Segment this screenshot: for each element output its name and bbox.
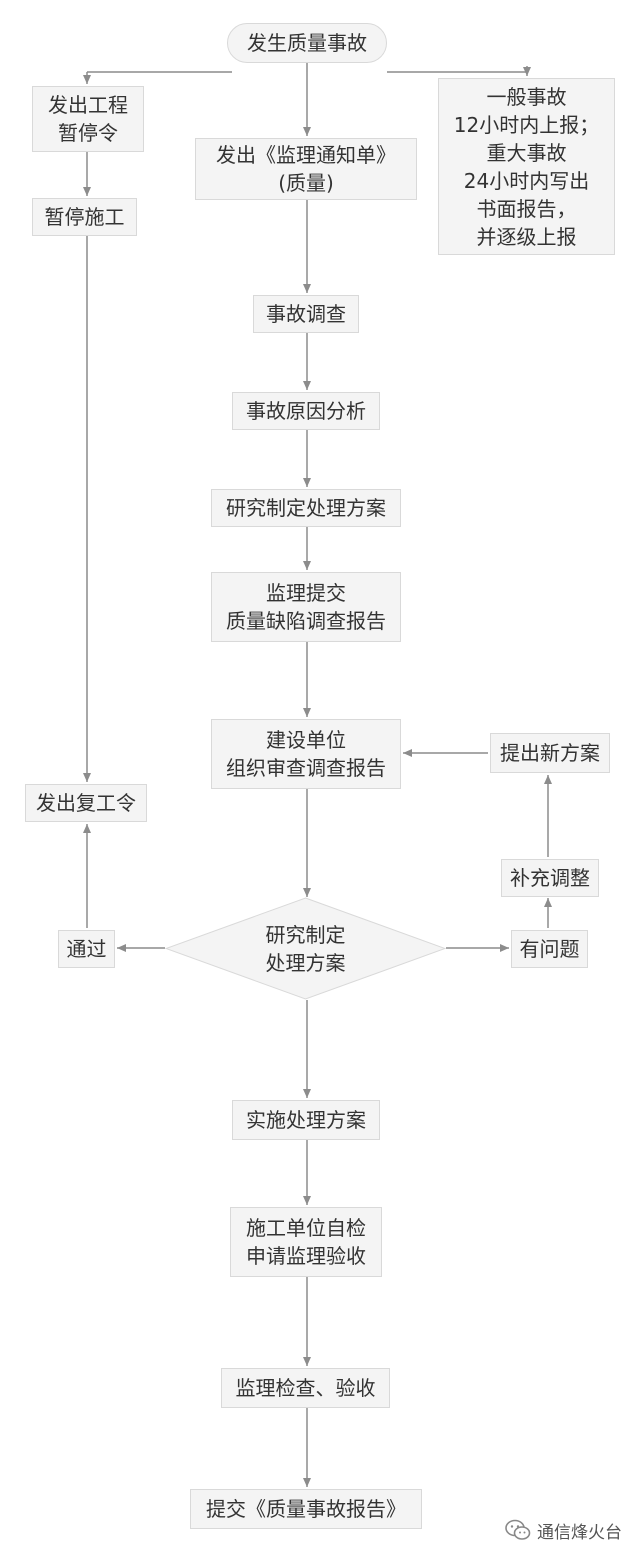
owner-review-node: 建设单位 组织审查调查报告 bbox=[211, 719, 401, 789]
problem-node: 有问题 bbox=[511, 930, 588, 968]
edge-start-branches bbox=[87, 62, 527, 73]
decision-label: 研究制定 处理方案 bbox=[265, 922, 346, 975]
issue-stop-order-node: 发出工程 暂停令 bbox=[32, 86, 144, 152]
self-check-node: 施工单位自检 申请监理验收 bbox=[230, 1207, 382, 1277]
watermark: 通信烽火台 bbox=[505, 1515, 622, 1545]
supervision-check-node: 监理检查、验收 bbox=[221, 1368, 390, 1408]
new-plan-node: 提出新方案 bbox=[490, 733, 610, 773]
wechat-icon bbox=[505, 1519, 531, 1540]
decision-diamond-shape bbox=[164, 897, 447, 1000]
watermark-text: 通信烽火台 bbox=[537, 1522, 622, 1543]
cause-analysis-node: 事故原因分析 bbox=[232, 392, 380, 430]
issue-notice-node: 发出《监理通知单》 (质量) bbox=[195, 138, 417, 200]
final-report-node: 提交《质量事故报告》 bbox=[190, 1489, 422, 1529]
adjust-node: 补充调整 bbox=[501, 859, 599, 897]
resume-order-node: 发出复工令 bbox=[25, 784, 147, 822]
start-node: 发生质量事故 bbox=[227, 23, 387, 63]
decision-diamond: 研究制定 处理方案 bbox=[164, 897, 447, 1000]
implement-node: 实施处理方案 bbox=[232, 1100, 380, 1140]
investigation-node: 事故调查 bbox=[253, 295, 359, 333]
report-rule-node: 一般事故 12小时内上报； 重大事故 24小时内写出 书面报告， 并逐级上报 bbox=[438, 78, 615, 255]
plan-study-node: 研究制定处理方案 bbox=[211, 489, 401, 527]
submit-report-node: 监理提交 质量缺陷调查报告 bbox=[211, 572, 401, 642]
pass-node: 通过 bbox=[58, 930, 115, 968]
stop-construction-node: 暂停施工 bbox=[32, 198, 137, 236]
